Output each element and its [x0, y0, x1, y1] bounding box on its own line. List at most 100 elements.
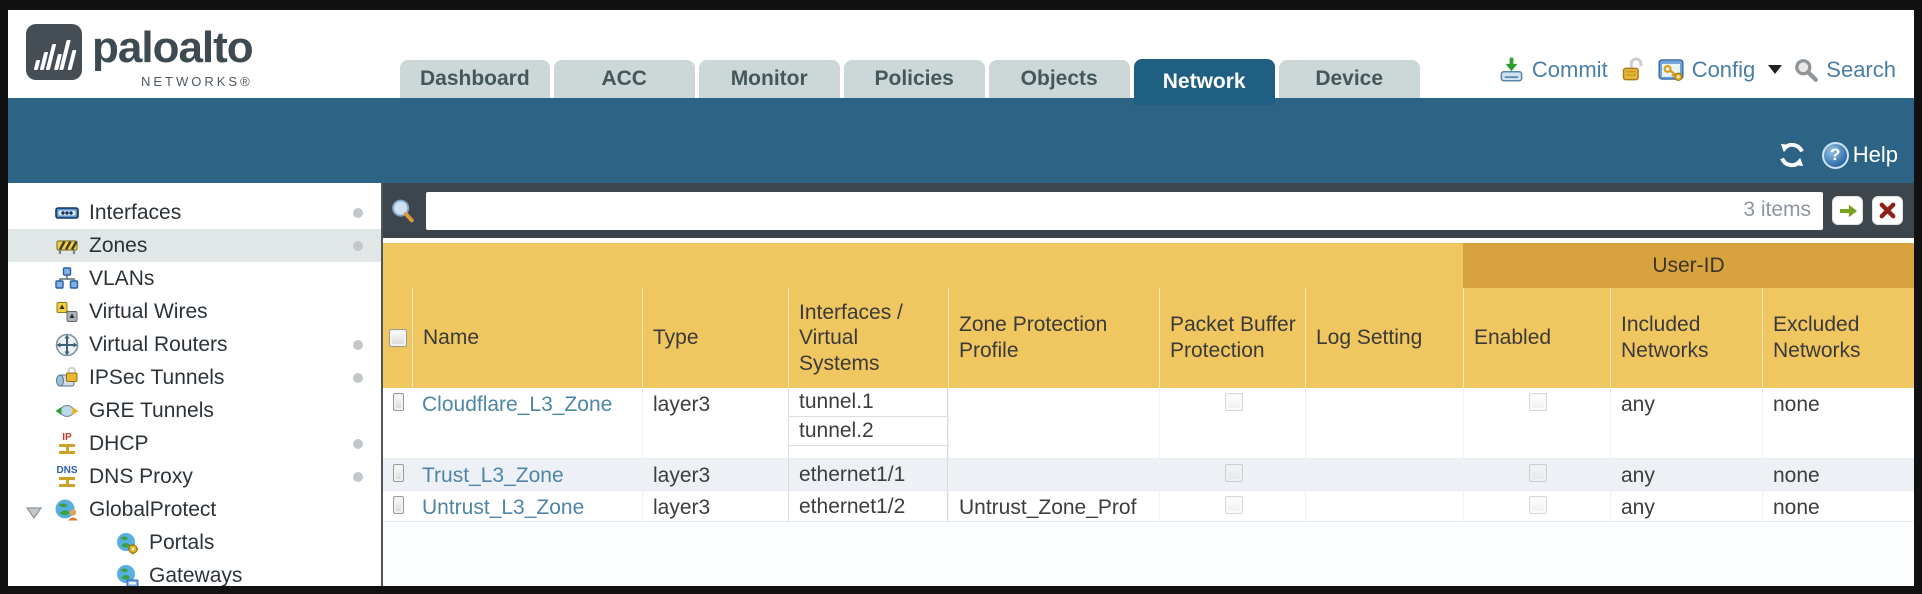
- row-checkbox[interactable]: [393, 496, 404, 514]
- table-row: Trust_L3_Zone layer3 ethernet1/1 any non…: [383, 458, 1914, 490]
- col-header-type[interactable]: Type: [642, 288, 788, 388]
- commit-button[interactable]: Commit: [1531, 56, 1608, 82]
- excluded-networks: none: [1762, 491, 1914, 522]
- sidebar-item-gre-tunnels[interactable]: GRE Tunnels: [8, 394, 381, 427]
- virtual-routers-icon: [54, 332, 80, 358]
- select-all-checkbox[interactable]: [388, 329, 407, 347]
- help-icon[interactable]: ?: [1821, 141, 1849, 169]
- commit-icon[interactable]: [1498, 56, 1525, 83]
- green-arrow-icon: [1839, 204, 1857, 217]
- table-row: Cloudflare_L3_Zone layer3 tunnel.1 tunne…: [383, 388, 1914, 458]
- search-button[interactable]: Search: [1826, 56, 1896, 82]
- col-header-zone-protection[interactable]: Zone Protection Profile: [948, 288, 1159, 388]
- excluded-networks: none: [1762, 388, 1914, 458]
- teal-subheader-band: ? Help: [8, 98, 1914, 183]
- col-header-included-networks[interactable]: Included Networks: [1610, 288, 1762, 388]
- zone-type: layer3: [642, 459, 788, 490]
- col-header-enabled[interactable]: Enabled: [1463, 288, 1610, 388]
- sidebar-item-dhcp[interactable]: IP DHCP: [8, 427, 381, 460]
- tab-monitor[interactable]: Monitor: [698, 60, 840, 98]
- log-setting: [1305, 388, 1463, 458]
- col-header-packet-buffer[interactable]: Packet Buffer Protection: [1159, 288, 1305, 388]
- sidebar-item-virtual-wires[interactable]: Virtual Wires: [8, 295, 381, 328]
- sidebar-item-portals[interactable]: Portals: [8, 526, 381, 559]
- vlans-icon: [54, 266, 80, 292]
- packet-buffer-checkbox[interactable]: [1224, 393, 1243, 411]
- config-dropdown-caret-icon[interactable]: [1768, 65, 1783, 74]
- sidebar-item-virtual-routers[interactable]: Virtual Routers: [8, 328, 381, 361]
- ipsec-tunnels-icon: [54, 365, 80, 391]
- status-dot: [353, 439, 363, 449]
- zone-name-link[interactable]: Trust_L3_Zone: [422, 464, 564, 487]
- sidebar-item-ipsec-tunnels[interactable]: IPSec Tunnels: [8, 361, 381, 394]
- clear-filter-button[interactable]: [1872, 196, 1903, 225]
- help-link[interactable]: Help: [1852, 142, 1898, 167]
- row-checkbox[interactable]: [393, 393, 404, 411]
- interface-entry: ethernet1/1: [799, 462, 906, 486]
- filter-search-icon: [392, 199, 414, 222]
- zones-icon: [54, 233, 80, 259]
- interfaces-icon: [54, 200, 80, 226]
- refresh-icon[interactable]: [1776, 141, 1808, 169]
- user-id-enabled-checkbox[interactable]: [1529, 393, 1547, 411]
- sidebar-item-gateways[interactable]: Gateways: [8, 559, 381, 586]
- globalprotect-icon: [54, 497, 80, 523]
- filter-input[interactable]: [426, 191, 1823, 230]
- dhcp-icon: IP: [54, 431, 80, 457]
- user-id-enabled-checkbox[interactable]: [1529, 464, 1547, 482]
- tab-network[interactable]: Network: [1133, 59, 1275, 105]
- interface-entry: ethernet1/2: [799, 494, 906, 518]
- sidebar-item-zones[interactable]: Zones: [8, 229, 381, 262]
- zone-name-link[interactable]: Cloudflare_L3_Zone: [422, 393, 613, 416]
- zone-name-link[interactable]: Untrust_L3_Zone: [422, 496, 585, 519]
- zone-protection-profile: [948, 388, 1159, 458]
- included-networks: any: [1610, 388, 1762, 458]
- user-id-enabled-checkbox[interactable]: [1529, 496, 1547, 514]
- app-window: paloalto NETWORKS® Dashboard ACC Monitor…: [8, 10, 1914, 586]
- config-icon[interactable]: [1657, 56, 1685, 83]
- config-menu[interactable]: Config: [1691, 56, 1756, 82]
- col-header-excluded-networks[interactable]: Excluded Networks: [1762, 288, 1914, 388]
- apply-filter-button[interactable]: [1832, 196, 1863, 225]
- tab-objects[interactable]: Objects: [988, 60, 1130, 98]
- table-empty-area: [383, 522, 1914, 586]
- select-all-cell: [383, 288, 412, 388]
- brand-name: paloalto: [92, 23, 254, 72]
- zone-interfaces: ethernet1/2: [788, 491, 948, 522]
- status-dot: [353, 208, 363, 218]
- network-sidebar: Interfaces Zones VLANs Virtua: [8, 183, 383, 586]
- table-row: Untrust_L3_Zone layer3 ethernet1/2 Untru…: [383, 490, 1914, 522]
- sidebar-item-vlans[interactable]: VLANs: [8, 262, 381, 295]
- brand-subtitle: NETWORKS®: [140, 74, 253, 89]
- packet-buffer-checkbox[interactable]: [1224, 464, 1243, 482]
- tab-dashboard[interactable]: Dashboard: [400, 60, 550, 98]
- status-dot: [353, 241, 363, 251]
- main-nav-tabs: Dashboard ACC Monitor Policies Objects N…: [400, 59, 1420, 105]
- unlock-icon[interactable]: [1619, 56, 1646, 83]
- interface-entry: tunnel.1: [789, 388, 947, 417]
- search-icon[interactable]: [1793, 57, 1819, 83]
- filter-input-wrap: 3 items: [426, 191, 1823, 230]
- col-header-name[interactable]: Name: [412, 288, 642, 388]
- interface-entry: tunnel.2: [789, 417, 947, 446]
- tab-acc[interactable]: ACC: [553, 60, 695, 98]
- sidebar-item-globalprotect[interactable]: GlobalProtect: [8, 493, 381, 526]
- zone-protection-profile: [948, 459, 1159, 490]
- col-header-log-setting[interactable]: Log Setting: [1305, 288, 1463, 388]
- header-utilities: Commit Config Search: [1498, 56, 1896, 83]
- zone-type: layer3: [642, 491, 788, 522]
- sidebar-item-interfaces[interactable]: Interfaces: [8, 196, 381, 229]
- sidebar-item-dns-proxy[interactable]: DNS DNS Proxy: [8, 460, 381, 493]
- tab-device[interactable]: Device: [1278, 60, 1420, 98]
- paloalto-logo: paloalto NETWORKS®: [26, 23, 254, 89]
- portals-icon: [114, 530, 140, 556]
- paloalto-logo-icon: [26, 24, 82, 80]
- expand-caret-icon[interactable]: [25, 502, 43, 526]
- zone-interfaces: tunnel.1 tunnel.2: [788, 388, 948, 458]
- row-checkbox[interactable]: [393, 464, 404, 482]
- packet-buffer-checkbox[interactable]: [1224, 496, 1243, 514]
- col-header-interfaces[interactable]: Interfaces / Virtual Systems: [788, 288, 948, 388]
- red-x-icon: [1879, 202, 1896, 219]
- zones-main-panel: 3 items User-ID: [383, 183, 1914, 586]
- tab-policies[interactable]: Policies: [843, 60, 985, 98]
